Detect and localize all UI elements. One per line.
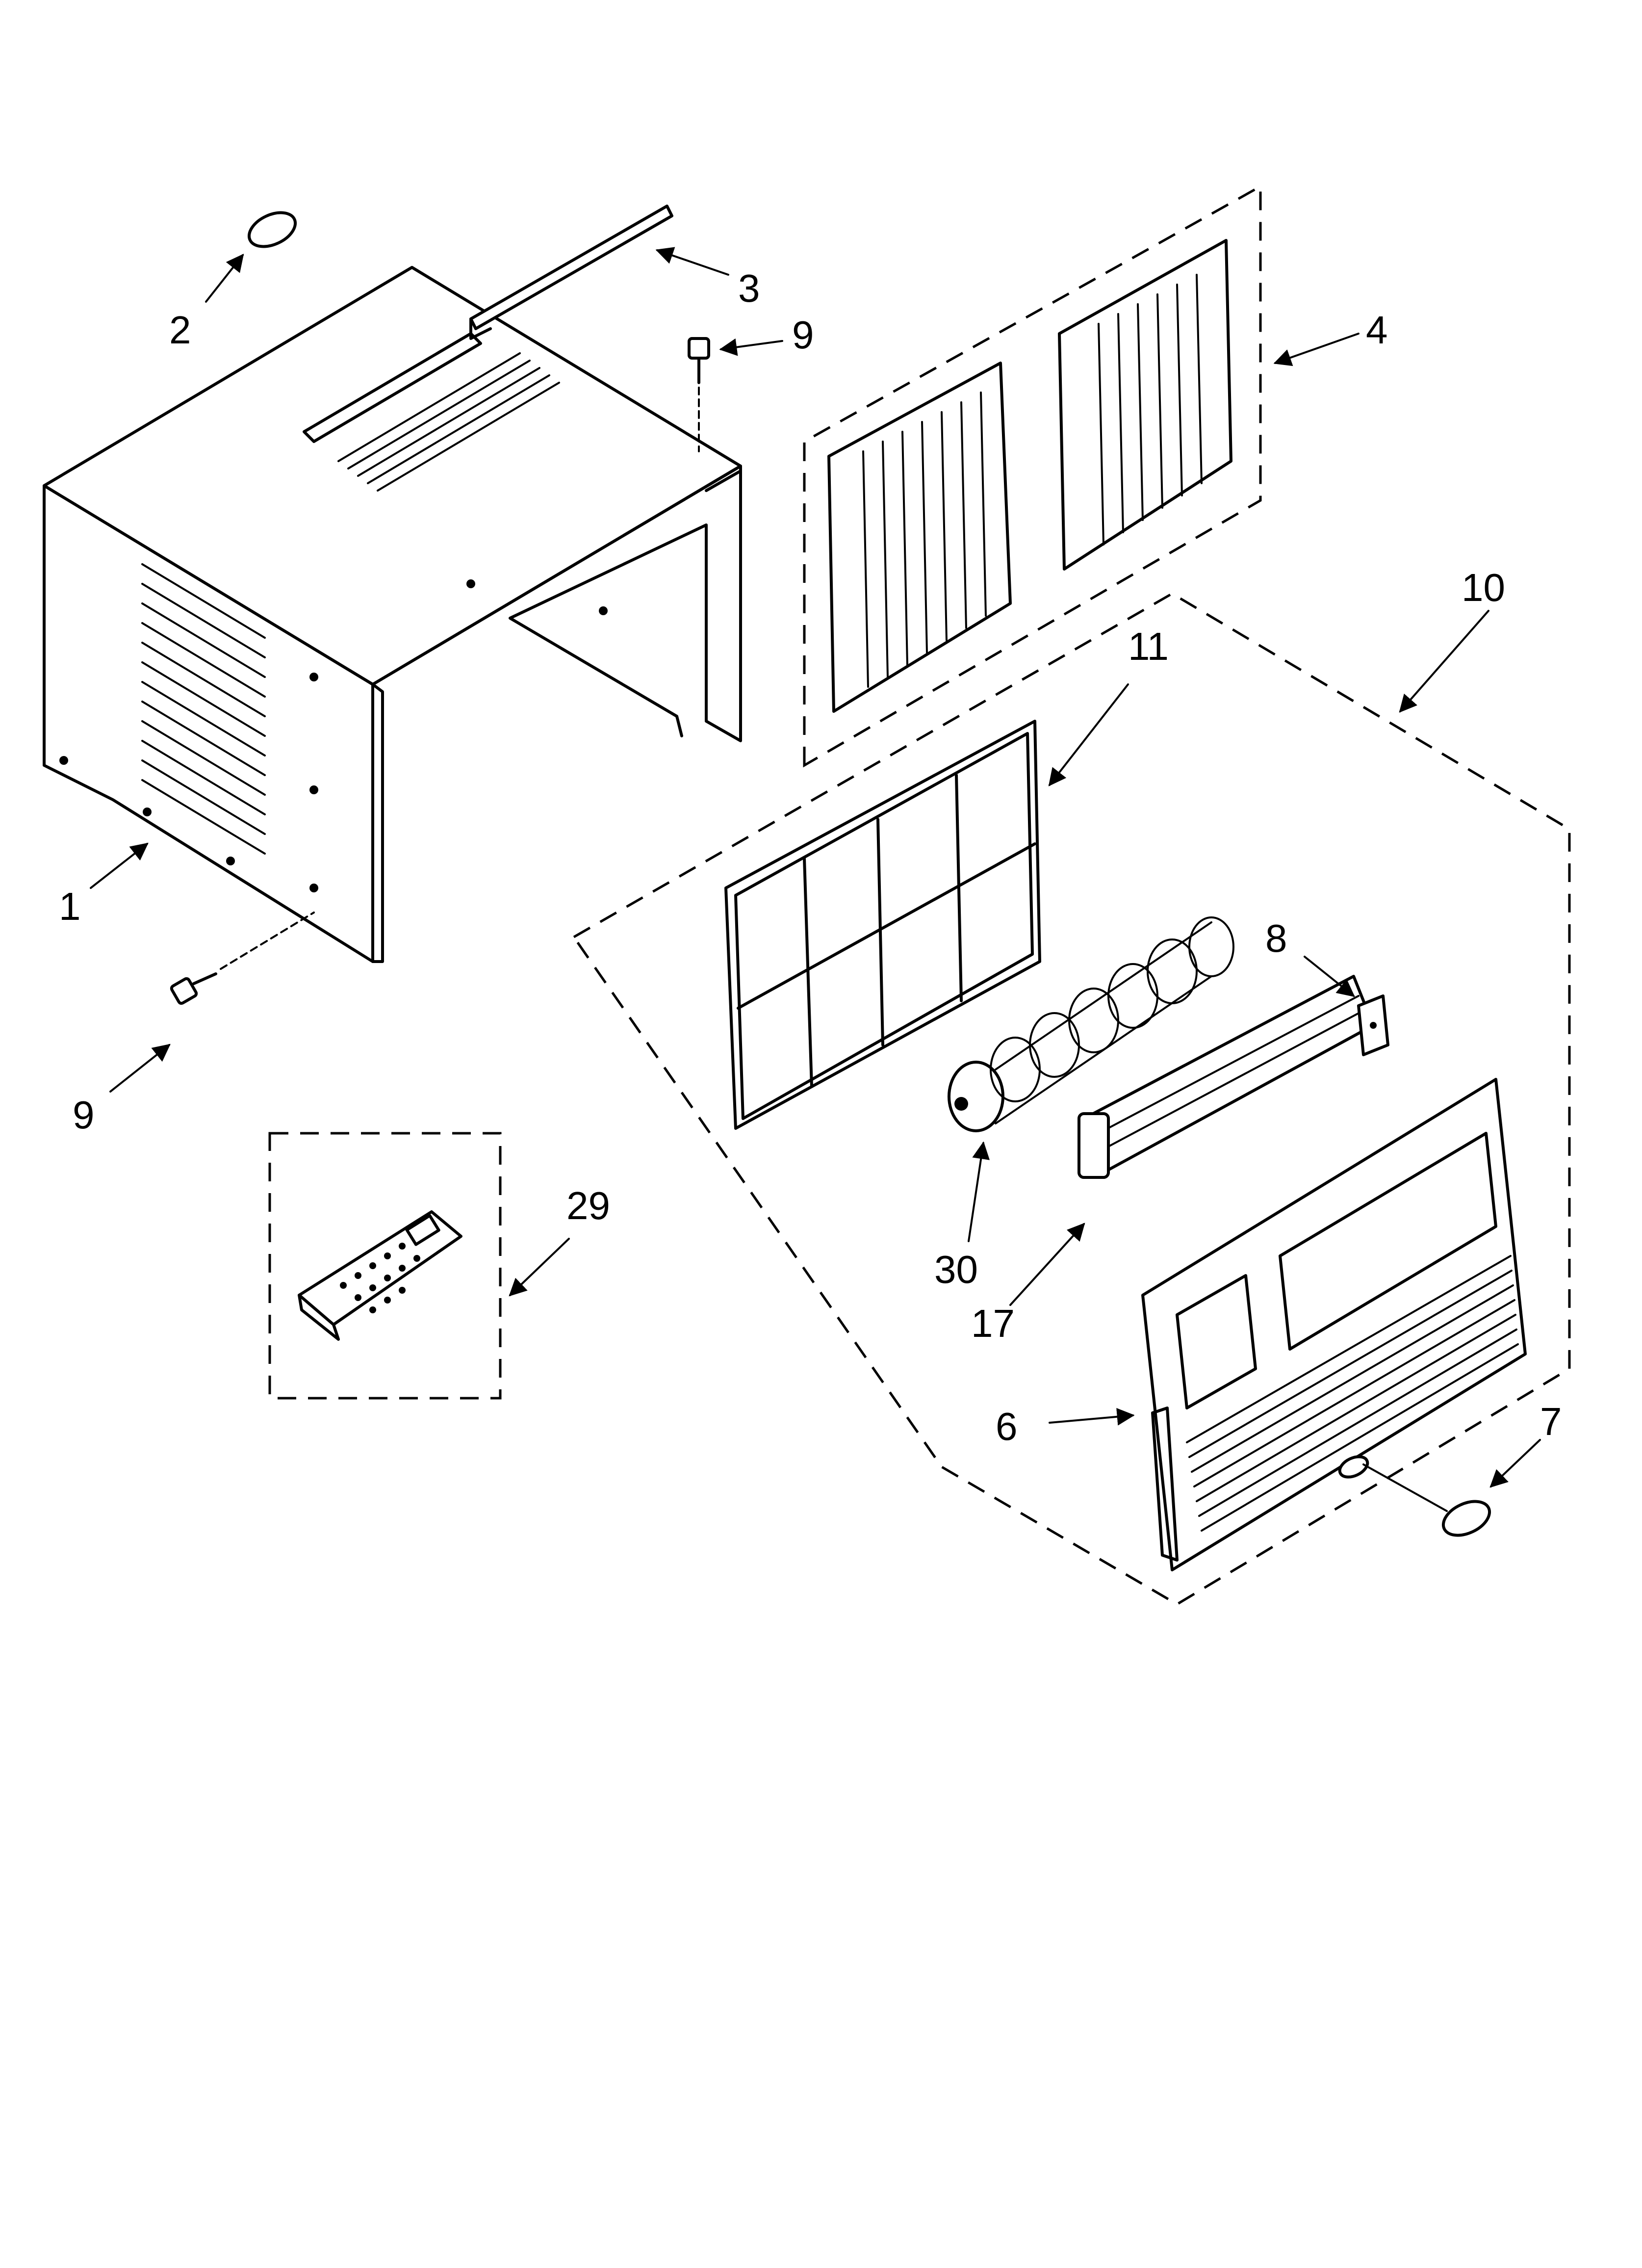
leader-9-top (719, 338, 783, 356)
callout-9-bottom: 9 (73, 1093, 95, 1137)
callout-2: 2 (169, 308, 191, 352)
leader-6 (1049, 1408, 1135, 1426)
leader-17 (1009, 1223, 1085, 1306)
callout-9-top: 9 (792, 313, 814, 357)
remote-control-part (298, 1210, 462, 1341)
top-rail-part (469, 205, 673, 340)
leader-29 (509, 1238, 570, 1297)
cabinet-louvres (141, 563, 266, 855)
leader-4 (1273, 333, 1360, 366)
air-filter-part (724, 720, 1041, 1130)
leader-7 (1489, 1439, 1541, 1488)
side-curtain-right-part (1058, 239, 1232, 571)
front-grille-louvres (1186, 1255, 1519, 1532)
cabinet-top-vents (337, 352, 560, 492)
screw-bottom-part (170, 912, 315, 1005)
side-curtain-left-part (827, 362, 1012, 713)
callout-6: 6 (996, 1405, 1018, 1448)
callout-30: 30 (934, 1248, 978, 1291)
callout-7: 7 (1540, 1400, 1562, 1443)
callout-17: 17 (971, 1302, 1015, 1345)
blower-wheel-part (948, 916, 1234, 1132)
leader-7-dashed-link (1362, 1463, 1448, 1512)
oval-badge-part-7 (1441, 1500, 1491, 1537)
callout-10: 10 (1462, 566, 1505, 609)
callout-1: 1 (59, 885, 81, 928)
callout-29: 29 (566, 1184, 610, 1227)
leader-30 (968, 1141, 990, 1242)
leader-11 (1048, 683, 1129, 786)
remote-group-box (268, 1132, 502, 1400)
side-curtains-group-box (803, 184, 1262, 768)
screw-top-part (688, 337, 710, 452)
callout-4: 4 (1366, 308, 1388, 352)
bracket-part (1357, 994, 1389, 1056)
front-assembly-group-box (572, 592, 1571, 1606)
leader-2 (205, 254, 244, 303)
louvre-assembly-part (1078, 975, 1375, 1179)
cabinet-part (43, 266, 742, 963)
oval-badge-part-2 (247, 211, 297, 248)
leader-10 (1399, 610, 1489, 713)
callout-11: 11 (1128, 625, 1169, 668)
callout-3: 3 (738, 266, 760, 310)
leader-9-bottom (109, 1043, 171, 1093)
leader-1 (90, 842, 149, 889)
leader-8 (1304, 956, 1355, 997)
front-grille-part (1141, 1078, 1527, 1571)
leader-arrows (90, 247, 1541, 1512)
callout-8: 8 (1265, 916, 1287, 960)
leader-3 (655, 247, 729, 276)
